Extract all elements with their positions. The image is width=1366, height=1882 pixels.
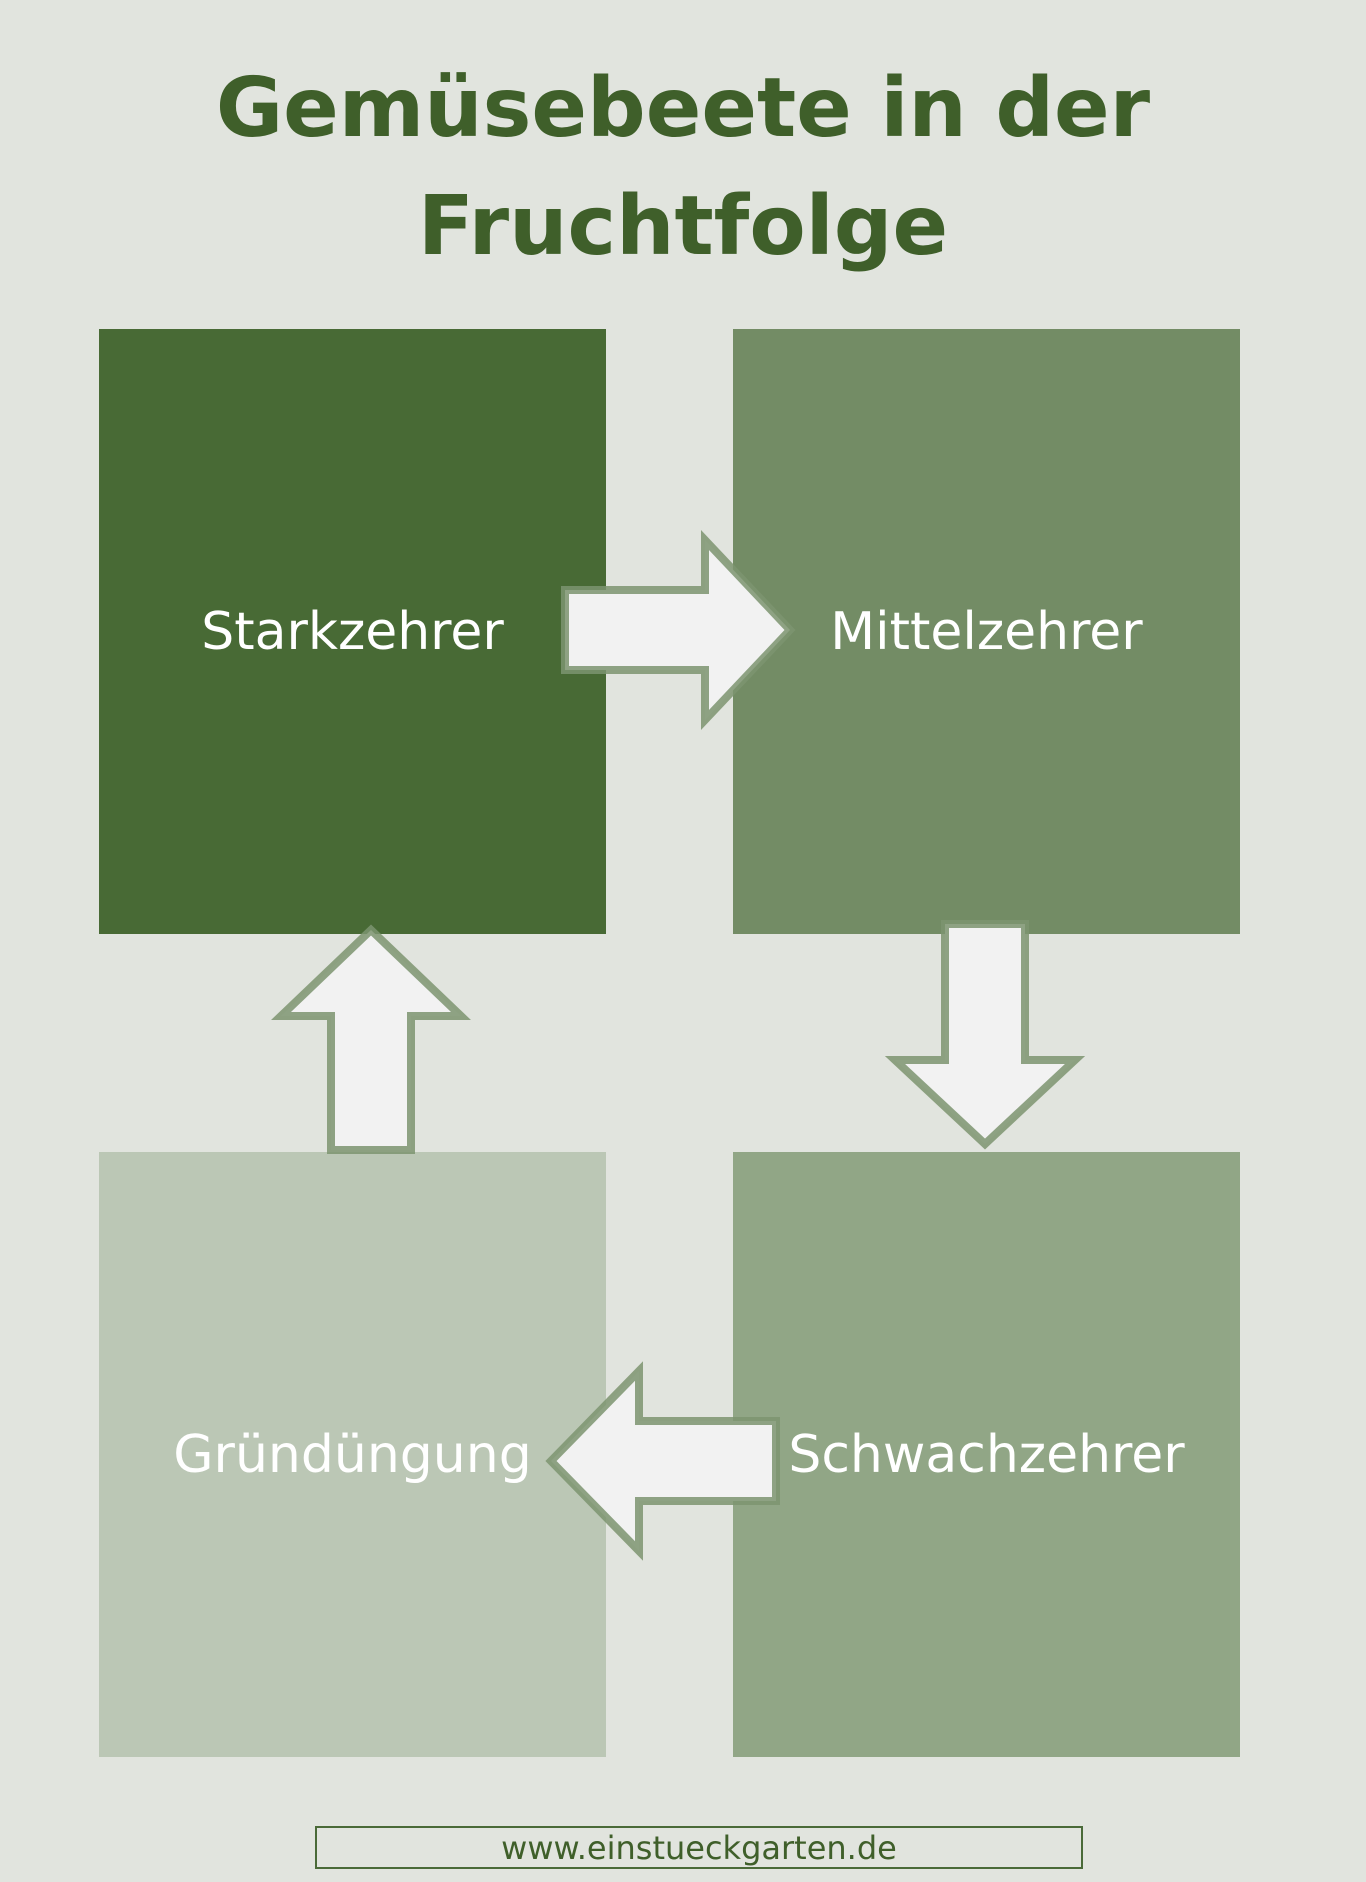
label-gruenduengung: Gründüngung (173, 1424, 532, 1485)
arrow-down-icon (884, 920, 1086, 1150)
label-mittelzehrer: Mittelzehrer (830, 601, 1143, 662)
arrow-left-icon (545, 1361, 780, 1561)
box-mittelzehrer: Mittelzehrer (733, 329, 1240, 934)
footer-url: www.einstueckgarten.de (501, 1828, 897, 1867)
label-schwachzehrer: Schwachzehrer (788, 1424, 1185, 1485)
box-starkzehrer: Starkzehrer (99, 329, 606, 934)
title-line-2: Fruchtfolge (417, 179, 949, 274)
box-schwachzehrer: Schwachzehrer (733, 1152, 1240, 1757)
title-line-1: Gemüsebeete in der (215, 61, 1151, 156)
page-title: Gemüsebeete in der Fruchtfolge (0, 50, 1366, 286)
arrow-right-icon (561, 529, 796, 731)
footer-url-box: www.einstueckgarten.de (315, 1826, 1083, 1869)
arrow-up-icon (271, 924, 471, 1154)
label-starkzehrer: Starkzehrer (201, 601, 504, 662)
box-gruenduengung: Gründüngung (99, 1152, 606, 1757)
